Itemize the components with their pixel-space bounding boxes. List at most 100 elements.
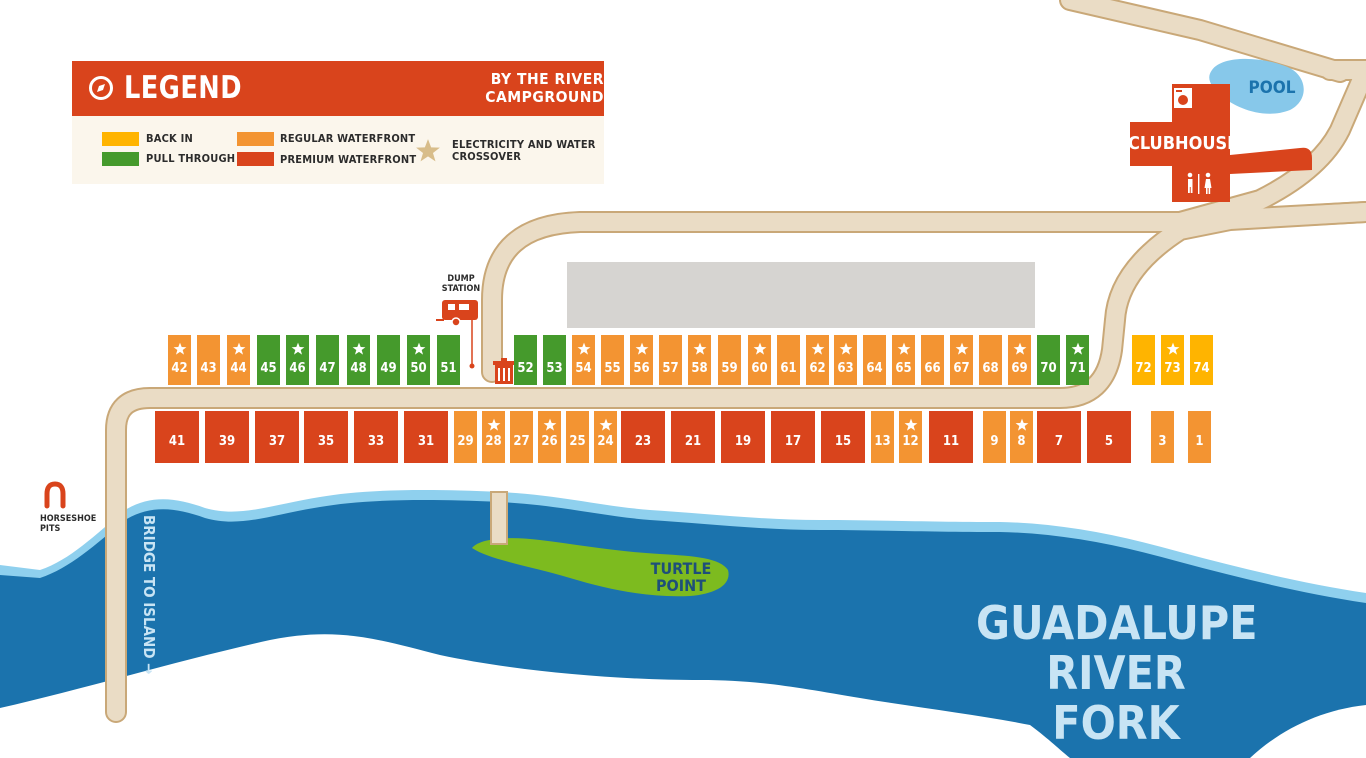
campsite-7[interactable]: 7 bbox=[1037, 411, 1081, 463]
campsite-number: 54 bbox=[575, 361, 592, 376]
campsite-72[interactable]: 72 bbox=[1132, 335, 1155, 385]
campsite-63[interactable]: 63 bbox=[834, 335, 857, 385]
campsite-17[interactable]: 17 bbox=[771, 411, 815, 463]
campsite-number: 35 bbox=[317, 434, 335, 449]
campsite-13[interactable]: 13 bbox=[871, 411, 894, 463]
campsite-35[interactable]: 35 bbox=[304, 411, 348, 463]
campsite-39[interactable]: 39 bbox=[205, 411, 249, 463]
star-icon bbox=[487, 418, 500, 431]
campsite-57[interactable]: 57 bbox=[659, 335, 682, 385]
campsite-68[interactable]: 68 bbox=[979, 335, 1002, 385]
campsite-number: 74 bbox=[1193, 361, 1210, 376]
campsite-44[interactable]: 44 bbox=[227, 335, 250, 385]
arrow-down-icon: → bbox=[140, 663, 158, 675]
campsite-37[interactable]: 37 bbox=[255, 411, 299, 463]
campsite-46[interactable]: 46 bbox=[286, 335, 309, 385]
campsite-47[interactable]: 47 bbox=[316, 335, 339, 385]
campsite-23[interactable]: 23 bbox=[621, 411, 665, 463]
campsite-60[interactable]: 60 bbox=[748, 335, 771, 385]
campsite-52[interactable]: 52 bbox=[514, 335, 537, 385]
campsite-33[interactable]: 33 bbox=[354, 411, 398, 463]
campsite-number: 65 bbox=[895, 361, 912, 376]
star-icon bbox=[955, 342, 968, 355]
campsite-66[interactable]: 66 bbox=[921, 335, 944, 385]
campsite-21[interactable]: 21 bbox=[671, 411, 715, 463]
campsite-74[interactable]: 74 bbox=[1190, 335, 1213, 385]
campsite-number: 49 bbox=[380, 361, 397, 376]
star-icon bbox=[635, 342, 648, 355]
star-icon bbox=[753, 342, 766, 355]
campsite-27[interactable]: 27 bbox=[510, 411, 533, 463]
campsite-45[interactable]: 45 bbox=[257, 335, 280, 385]
campsite-51[interactable]: 51 bbox=[437, 335, 460, 385]
campsite-number: 73 bbox=[1164, 361, 1181, 376]
star-icon bbox=[232, 342, 245, 355]
campsite-31[interactable]: 31 bbox=[404, 411, 448, 463]
campsite-64[interactable]: 64 bbox=[863, 335, 886, 385]
campsite-62[interactable]: 62 bbox=[806, 335, 829, 385]
campsite-48[interactable]: 48 bbox=[347, 335, 370, 385]
campsite-15[interactable]: 15 bbox=[821, 411, 865, 463]
campsite-26[interactable]: 26 bbox=[538, 411, 561, 463]
campsite-number: 39 bbox=[218, 434, 236, 449]
campsite-number: 45 bbox=[260, 361, 277, 376]
campsite-73[interactable]: 73 bbox=[1161, 335, 1184, 385]
campsite-61[interactable]: 61 bbox=[777, 335, 800, 385]
campsite-number: 72 bbox=[1135, 361, 1152, 376]
restroom-icon bbox=[1187, 172, 1212, 194]
campsite-number: 46 bbox=[289, 361, 306, 376]
campsite-53[interactable]: 53 bbox=[543, 335, 566, 385]
campsite-49[interactable]: 49 bbox=[377, 335, 400, 385]
campsite-25[interactable]: 25 bbox=[566, 411, 589, 463]
south-bank bbox=[0, 634, 1070, 758]
campsite-65[interactable]: 65 bbox=[892, 335, 915, 385]
campsite-56[interactable]: 56 bbox=[630, 335, 653, 385]
campsite-67[interactable]: 67 bbox=[950, 335, 973, 385]
campsite-number: 55 bbox=[604, 361, 621, 376]
campsite-number: 63 bbox=[837, 361, 854, 376]
campsite-3[interactable]: 3 bbox=[1151, 411, 1174, 463]
campsite-41[interactable]: 41 bbox=[155, 411, 199, 463]
campsite-55[interactable]: 55 bbox=[601, 335, 624, 385]
dock bbox=[490, 491, 508, 545]
campsite-29[interactable]: 29 bbox=[454, 411, 477, 463]
campsite-59[interactable]: 59 bbox=[718, 335, 741, 385]
star-icon bbox=[897, 342, 910, 355]
campsite-8[interactable]: 8 bbox=[1010, 411, 1033, 463]
star-icon bbox=[1013, 342, 1026, 355]
campsite-50[interactable]: 50 bbox=[407, 335, 430, 385]
campsite-number: 53 bbox=[546, 361, 563, 376]
campsite-19[interactable]: 19 bbox=[721, 411, 765, 463]
campsite-9[interactable]: 9 bbox=[983, 411, 1006, 463]
campsite-11[interactable]: 11 bbox=[929, 411, 973, 463]
campsite-5[interactable]: 5 bbox=[1087, 411, 1131, 463]
campsite-number: 31 bbox=[417, 434, 435, 449]
campsite-54[interactable]: 54 bbox=[572, 335, 595, 385]
campsite-71[interactable]: 71 bbox=[1066, 335, 1089, 385]
clubhouse-label: CLUBHOUSE bbox=[1128, 133, 1239, 154]
campsite-70[interactable]: 70 bbox=[1037, 335, 1060, 385]
campsite-1[interactable]: 1 bbox=[1188, 411, 1211, 463]
campsite-number: 71 bbox=[1069, 361, 1086, 376]
campsite-24[interactable]: 24 bbox=[594, 411, 617, 463]
campsite-number: 62 bbox=[809, 361, 826, 376]
star-icon bbox=[811, 342, 824, 355]
campsite-number: 68 bbox=[982, 361, 999, 376]
campsite-12[interactable]: 12 bbox=[899, 411, 922, 463]
star-icon bbox=[839, 342, 852, 355]
campsite-69[interactable]: 69 bbox=[1008, 335, 1031, 385]
campsite-number: 59 bbox=[721, 361, 738, 376]
campsite-number: 3 bbox=[1158, 434, 1167, 449]
south-bank-right bbox=[1250, 705, 1366, 758]
campsite-number: 44 bbox=[230, 361, 247, 376]
star-icon bbox=[693, 342, 706, 355]
star-icon bbox=[173, 342, 186, 355]
campsite-number: 33 bbox=[367, 434, 385, 449]
campsite-28[interactable]: 28 bbox=[482, 411, 505, 463]
campsite-58[interactable]: 58 bbox=[688, 335, 711, 385]
horseshoe-pits-label: HORSESHOE PITS bbox=[40, 514, 97, 534]
campsite-number: 56 bbox=[633, 361, 650, 376]
campsite-42[interactable]: 42 bbox=[168, 335, 191, 385]
legend-header bbox=[72, 61, 604, 116]
campsite-43[interactable]: 43 bbox=[197, 335, 220, 385]
